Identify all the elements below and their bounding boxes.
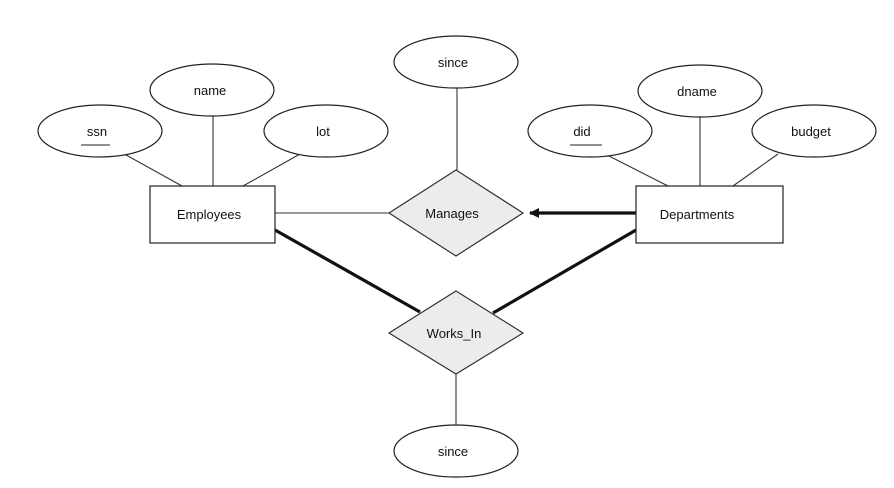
attribute-manages-since-ellipse bbox=[393, 35, 519, 89]
attribute-ssn-label: ssn bbox=[87, 124, 107, 139]
relationship-manages-diamond bbox=[387, 169, 525, 257]
connectors bbox=[116, 88, 779, 425]
attribute-did-label: did bbox=[573, 124, 590, 139]
attribute-ssn-ellipse bbox=[37, 104, 163, 158]
budget-connector bbox=[732, 153, 779, 187]
attribute-name-label: name bbox=[194, 83, 227, 98]
attribute-name: name bbox=[149, 63, 275, 117]
relationship-works-in-label: Works_In bbox=[427, 326, 482, 341]
ssn-connector bbox=[116, 149, 183, 187]
attribute-lot-label: lot bbox=[316, 124, 330, 139]
entity-employees-box bbox=[149, 185, 276, 244]
departments-works-in-link bbox=[492, 228, 637, 315]
attribute-works-in-since-label: since bbox=[438, 444, 468, 459]
employees-works-in-link bbox=[274, 228, 421, 314]
entity-employees-label: Employees bbox=[177, 207, 242, 222]
entity-departments-label: Departments bbox=[660, 207, 735, 222]
attribute-dname: dname bbox=[637, 64, 763, 118]
attribute-lot: lot bbox=[263, 104, 389, 158]
attribute-manages-since: since bbox=[393, 35, 519, 89]
attribute-works-in-since-ellipse bbox=[393, 424, 519, 478]
did-connector bbox=[604, 153, 669, 187]
relationship-manages-label: Manages bbox=[425, 206, 479, 221]
attribute-budget: budget bbox=[751, 104, 877, 158]
relationship-works-in-diamond bbox=[387, 290, 525, 375]
lot-connector bbox=[242, 153, 301, 187]
attribute-budget-label: budget bbox=[791, 124, 831, 139]
attribute-lot-ellipse bbox=[263, 104, 389, 158]
entity-departments-box bbox=[635, 185, 784, 244]
attribute-dname-label: dname bbox=[677, 84, 717, 99]
attribute-did: did bbox=[527, 104, 653, 158]
entity-employees: Employees bbox=[149, 185, 276, 244]
attribute-dname-ellipse bbox=[637, 64, 763, 118]
relationship-works-in: Works_In bbox=[387, 290, 525, 375]
attribute-manages-since-label: since bbox=[438, 55, 468, 70]
attribute-works-in-since: since bbox=[393, 424, 519, 478]
attribute-budget-ellipse bbox=[751, 104, 877, 158]
relationship-manages: Manages bbox=[387, 169, 525, 257]
attribute-did-ellipse bbox=[527, 104, 653, 158]
attribute-name-ellipse bbox=[149, 63, 275, 117]
entity-departments: Departments bbox=[635, 185, 784, 244]
attribute-ssn: ssn bbox=[37, 104, 163, 158]
